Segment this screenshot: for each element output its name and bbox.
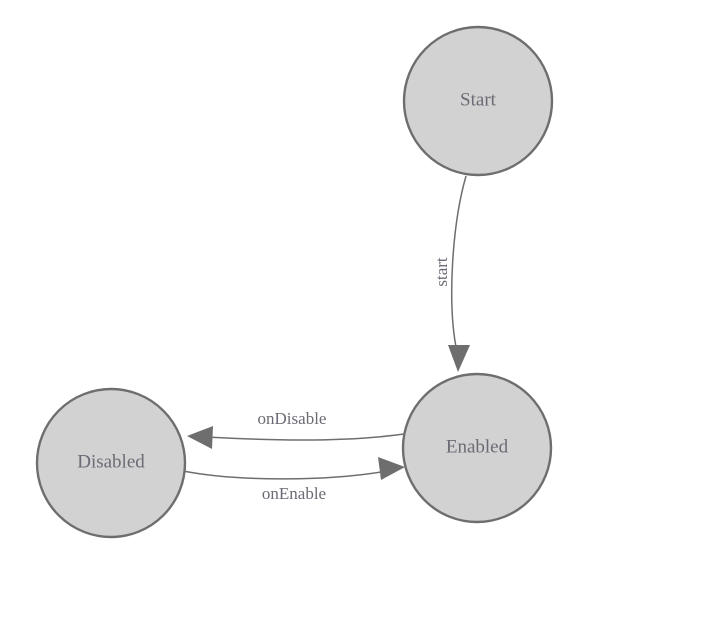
state-node-start[interactable]: Start (402, 25, 554, 177)
arrowhead-icon-ondisable (187, 426, 213, 449)
transition-label-start: start (432, 257, 451, 287)
transition-start-to-enabled[interactable]: start (432, 175, 470, 372)
state-node-circle-enabled (401, 372, 553, 524)
state-node-enabled[interactable]: Enabled (401, 372, 553, 524)
transition-path-start (451, 175, 467, 353)
arrowhead-icon-start (448, 345, 470, 372)
transition-label-ondisable: onDisable (258, 409, 327, 428)
arrowhead-icon-onenable (378, 457, 405, 480)
transition-path-ondisable (205, 433, 405, 441)
transition-label-onenable: onEnable (262, 484, 326, 503)
state-node-circle-disabled (35, 387, 187, 539)
state-node-circle-start (402, 25, 554, 177)
transition-disabled-to-enabled[interactable]: onEnable (182, 457, 405, 503)
transition-enabled-to-disabled[interactable]: onDisable (187, 409, 405, 449)
state-node-disabled[interactable]: Disabled (35, 387, 187, 539)
transition-path-onenable (182, 470, 388, 480)
